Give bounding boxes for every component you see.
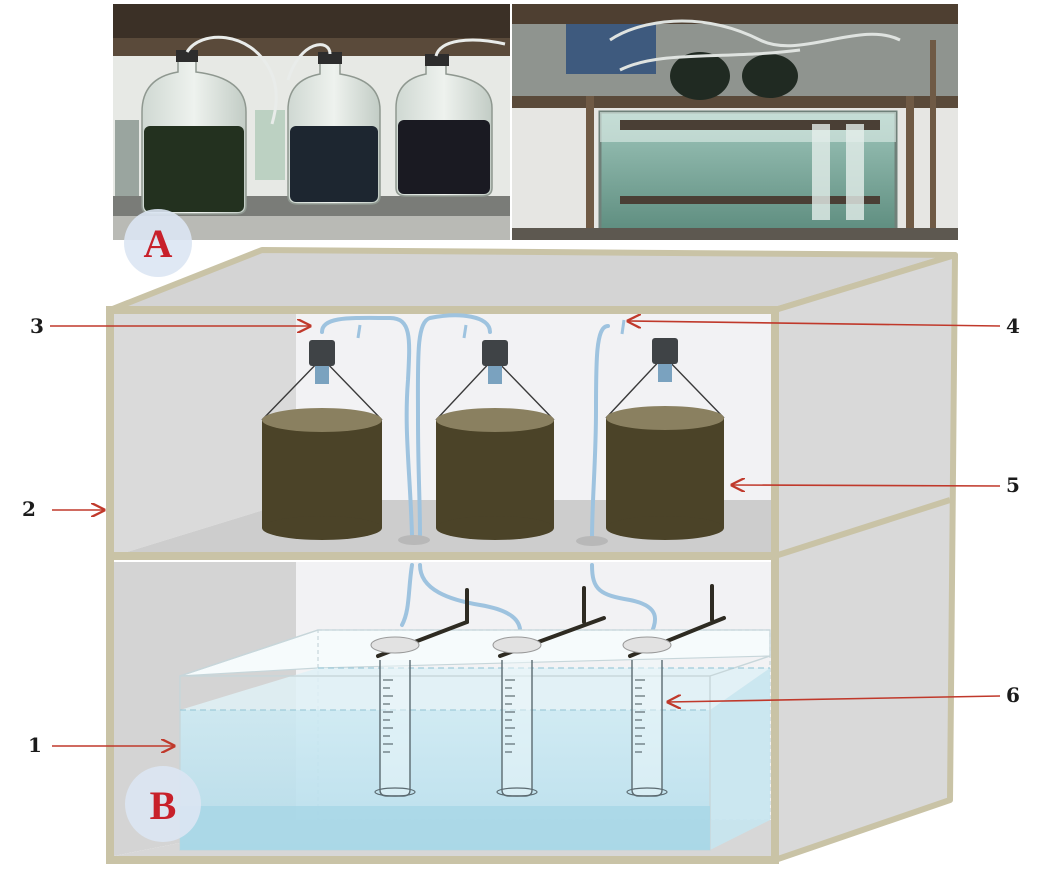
panel-a-badge: A [124,209,192,277]
panel-b: B [106,247,958,864]
callout-4-label: 4 [1006,314,1020,338]
graduated-cylinder-3 [622,636,672,797]
callout-1-label: 1 [28,733,42,757]
cabinet-right-side [772,252,958,863]
callout-3: 3 [30,314,310,338]
panel-b-label: B [150,783,177,828]
photo-bottle [287,52,381,205]
digester-bottle-2 [435,340,555,540]
callout-5-label: 5 [1006,473,1020,497]
graduated-cylinder-1 [370,636,420,797]
panel-b-badge: B [125,766,201,842]
photo-water-bath [512,4,958,240]
callout-6: 6 [668,683,1020,707]
callout-2-label: 2 [22,497,36,521]
photo-digester-bottles [113,4,510,240]
gas-tubing [320,313,658,638]
callouts: 3 4 2 5 6 1 [22,314,1020,757]
digester-bottle-3 [605,338,725,540]
graduated-cylinder-2 [492,636,542,797]
callout-3-label: 3 [30,314,44,338]
callout-5: 5 [732,473,1020,497]
digester-bottle-1 [261,340,383,540]
callout-2: 2 [22,497,104,521]
photo-bottle [141,50,247,215]
water-bath [179,629,771,851]
panel-a: A [113,4,958,277]
panel-a-label: A [144,221,173,266]
callout-4: 4 [628,314,1020,338]
photo-bottle [395,54,493,197]
callout-6-label: 6 [1006,683,1020,707]
callout-1: 1 [28,733,174,757]
